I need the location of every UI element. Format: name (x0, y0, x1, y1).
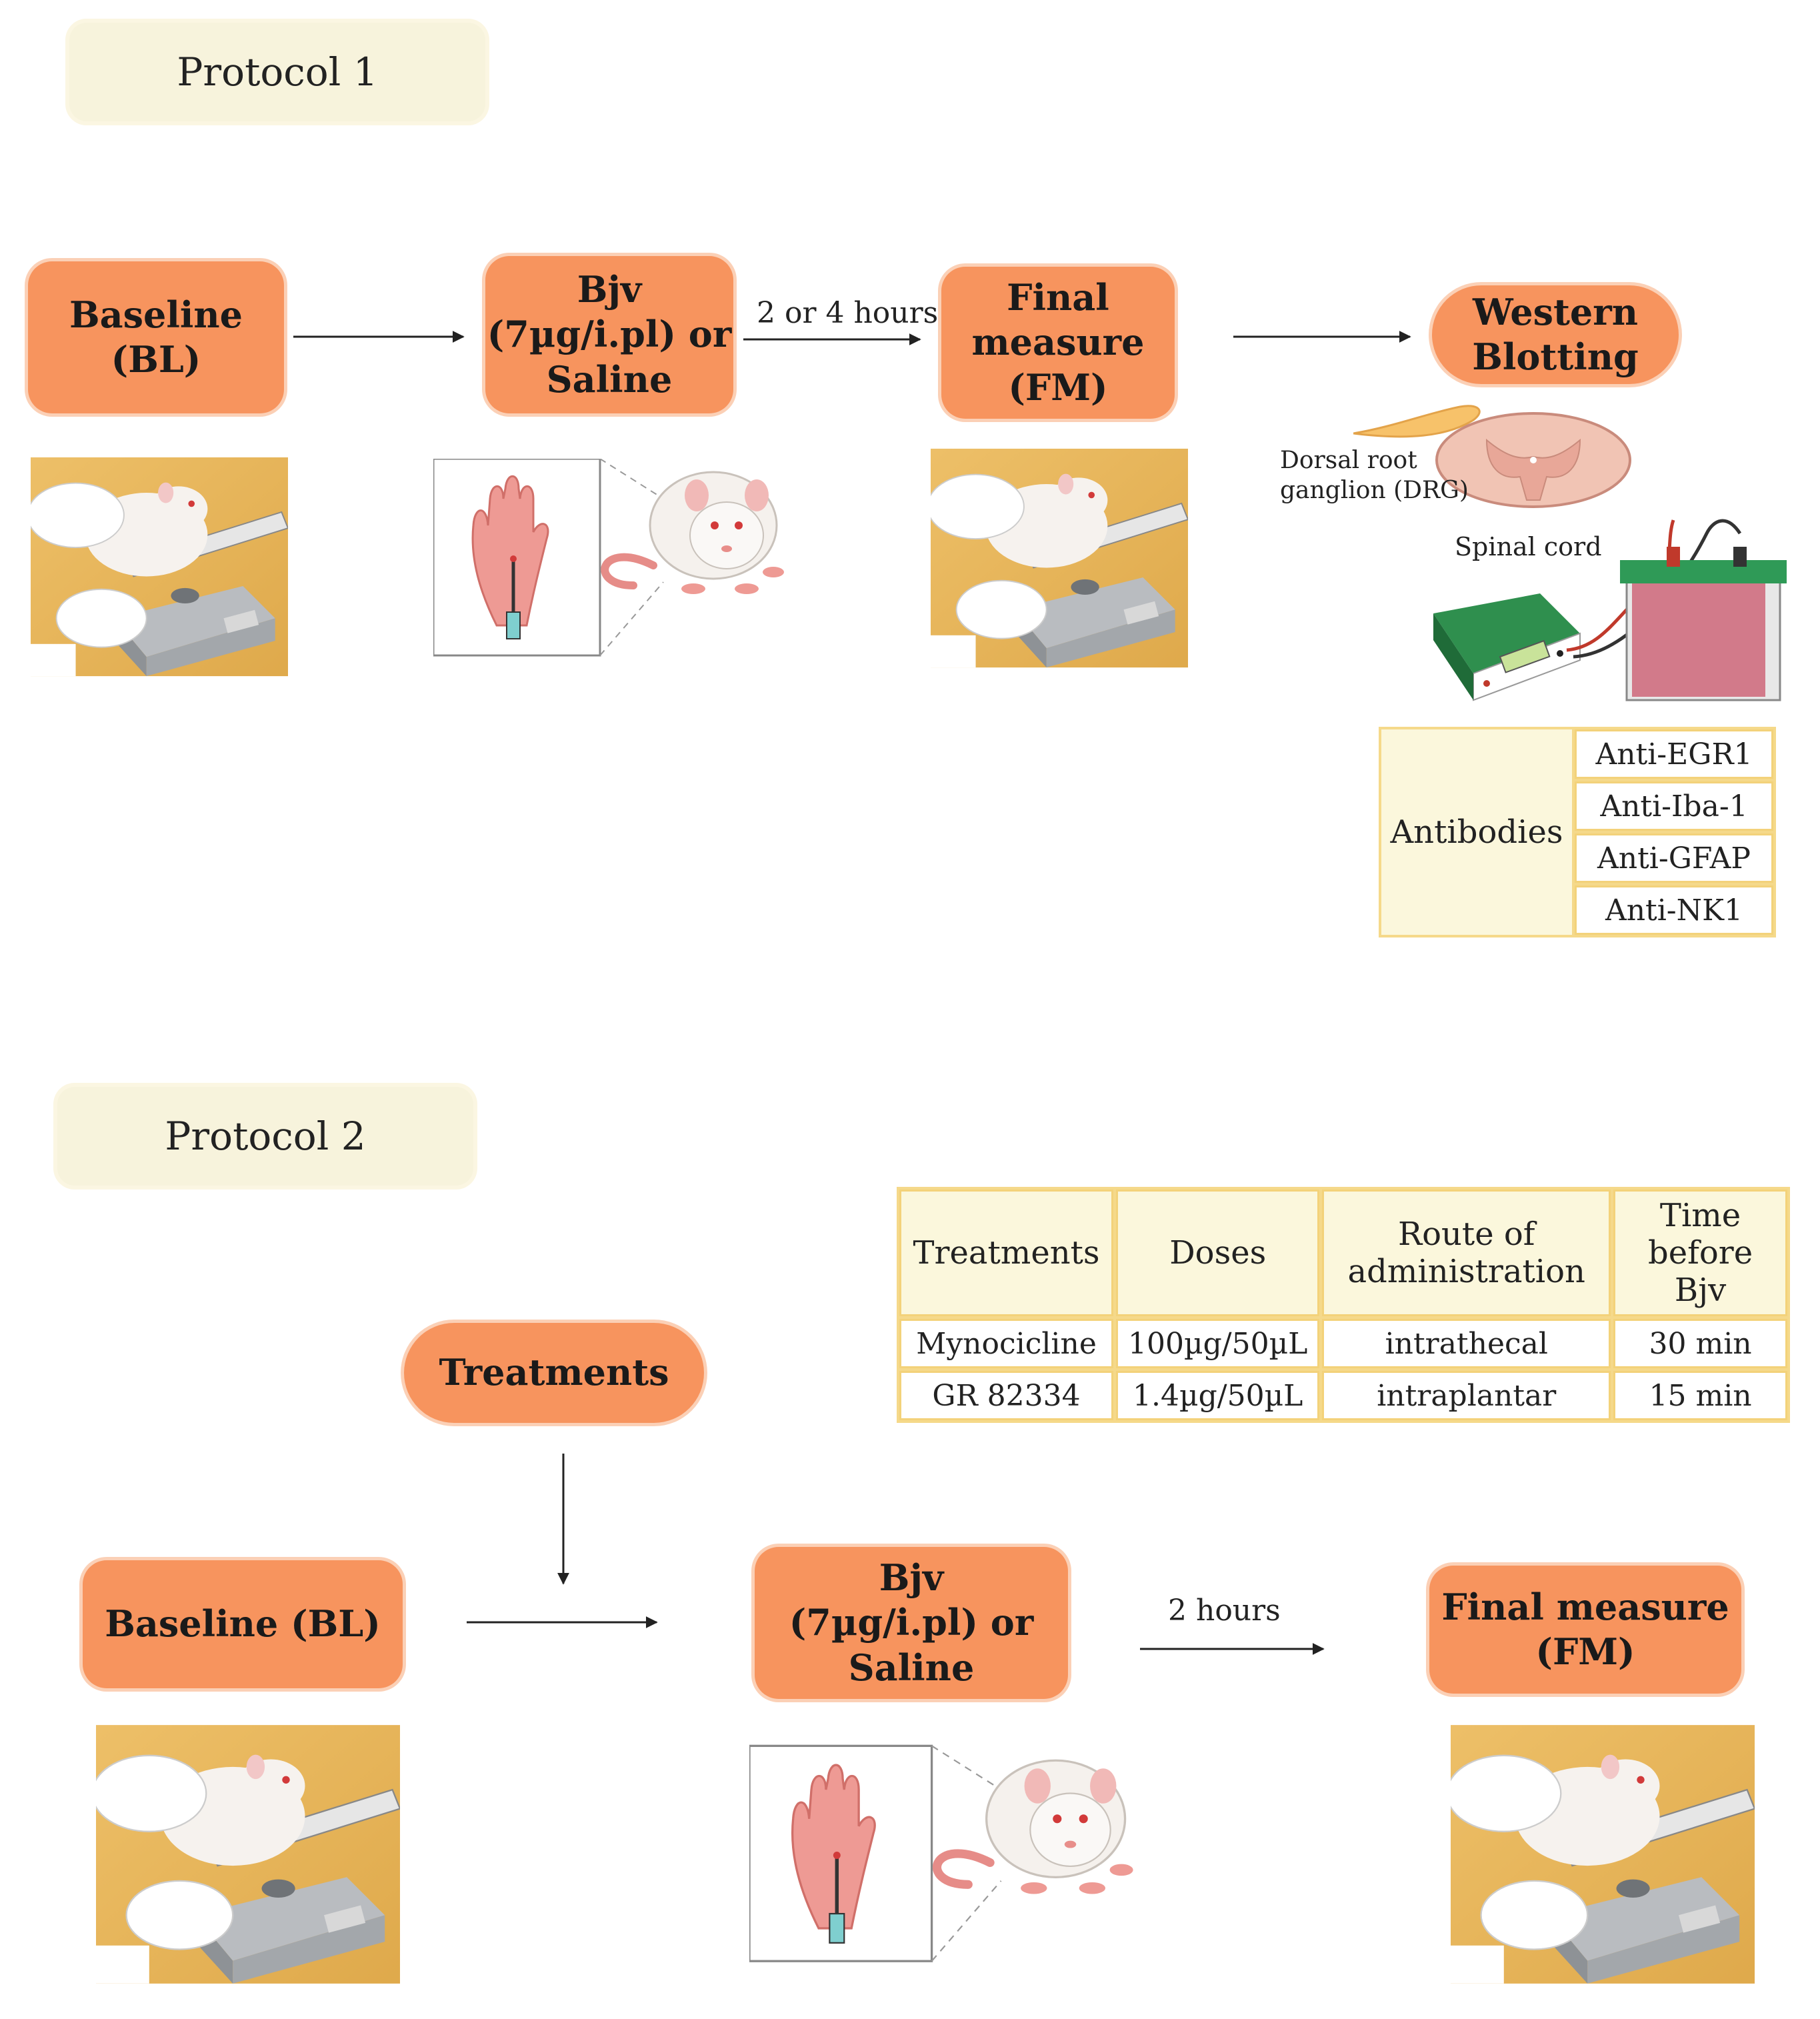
drg-spinal-cord-illustration (1353, 405, 1631, 508)
p1-arrow-bjv-final (743, 333, 921, 345)
p2-treatments-text: Treatments (439, 1351, 669, 1394)
p2-bjv-injection-illustration (749, 1740, 1136, 1970)
p2-final-text: Final measure (FM) (1441, 1585, 1729, 1674)
p2-treatments-step: Treatments (404, 1323, 704, 1423)
table-cell: GR 82334 (899, 1371, 1114, 1420)
table-cell: 100µg/50µL (1116, 1319, 1320, 1368)
table-cell: intrathecal (1322, 1319, 1611, 1368)
p2-final-vonfrey-photo (1451, 1724, 1755, 1984)
p1-western-step: Western Blotting (1432, 285, 1679, 384)
protocol-2-title: Protocol 2 (57, 1087, 473, 1186)
antibody-item: Anti-NK1 (1575, 885, 1773, 935)
p2-bjv-step: Bjv (7µg/i.pl) or Saline (755, 1547, 1068, 1699)
protocol-1-title-text: Protocol 1 (177, 49, 378, 95)
table-cell: Mynocicline (899, 1319, 1114, 1368)
p2-bjv-text: Bjv (7µg/i.pl) or Saline (789, 1556, 1034, 1689)
spinal-cord-label: Spinal cord (1455, 532, 1602, 561)
p1-western-text: Western Blotting (1472, 290, 1639, 379)
table-header: Doses (1116, 1190, 1320, 1316)
p2-final-step: Final measure (FM) (1429, 1566, 1741, 1694)
p1-final-step: Final measure (FM) (941, 267, 1175, 419)
protocol-1-title: Protocol 1 (69, 23, 485, 121)
p1-arrow-final-western (1233, 331, 1411, 343)
p1-arrow-baseline-bjv (293, 331, 465, 343)
p2-arrow-baseline-bjv (467, 1616, 658, 1628)
p1-baseline-vonfrey-photo (31, 456, 288, 677)
table-cell: intraplantar (1322, 1371, 1611, 1420)
table-cell: 1.4µg/50µL (1116, 1371, 1320, 1420)
p1-bjv-step: Bjv (7µg/i.pl) or Saline (485, 256, 733, 413)
antibody-item: Anti-EGR1 (1575, 729, 1773, 779)
antibody-item: Anti-Iba-1 (1575, 781, 1773, 831)
p1-final-text: Final measure (FM) (971, 275, 1145, 409)
antibody-item: Anti-GFAP (1575, 833, 1773, 883)
p1-bjv-injection-illustration (433, 459, 787, 659)
protocol-2-title-text: Protocol 2 (165, 1114, 366, 1159)
p2-interval-label: 2 hours (1168, 1594, 1281, 1628)
table-header: Treatments (899, 1190, 1114, 1316)
table-header: Route of administration (1322, 1190, 1611, 1316)
p2-baseline-step: Baseline (BL) (83, 1560, 403, 1688)
p1-interval-label: 2 or 4 hours (757, 296, 939, 330)
p1-baseline-text: Baseline (BL) (69, 293, 243, 381)
p2-arrow-bjv-final (1140, 1643, 1325, 1655)
drg-label: Dorsal root ganglion (DRG) (1280, 447, 1469, 504)
p2-baseline-text: Baseline (BL) (105, 1602, 381, 1646)
p2-baseline-vonfrey-photo (96, 1724, 400, 1984)
table-cell: 30 min (1613, 1319, 1787, 1368)
table-header: Time before Bjv (1613, 1190, 1787, 1316)
p1-bjv-text: Bjv (7µg/i.pl) or Saline (487, 267, 732, 401)
p2-arrow-treatments-down (557, 1454, 569, 1585)
p1-baseline-step: Baseline (BL) (28, 261, 284, 413)
treatments-table: Treatments Doses Route of administration… (897, 1187, 1790, 1423)
antibodies-table: Antibodies Anti-EGR1 Anti-Iba-1 Anti-GFA… (1379, 727, 1776, 937)
table-cell: 15 min (1613, 1371, 1787, 1420)
antibodies-header: Antibodies (1381, 729, 1572, 935)
western-blot-apparatus-illustration (1433, 519, 1787, 701)
p1-final-vonfrey-photo (931, 447, 1188, 669)
